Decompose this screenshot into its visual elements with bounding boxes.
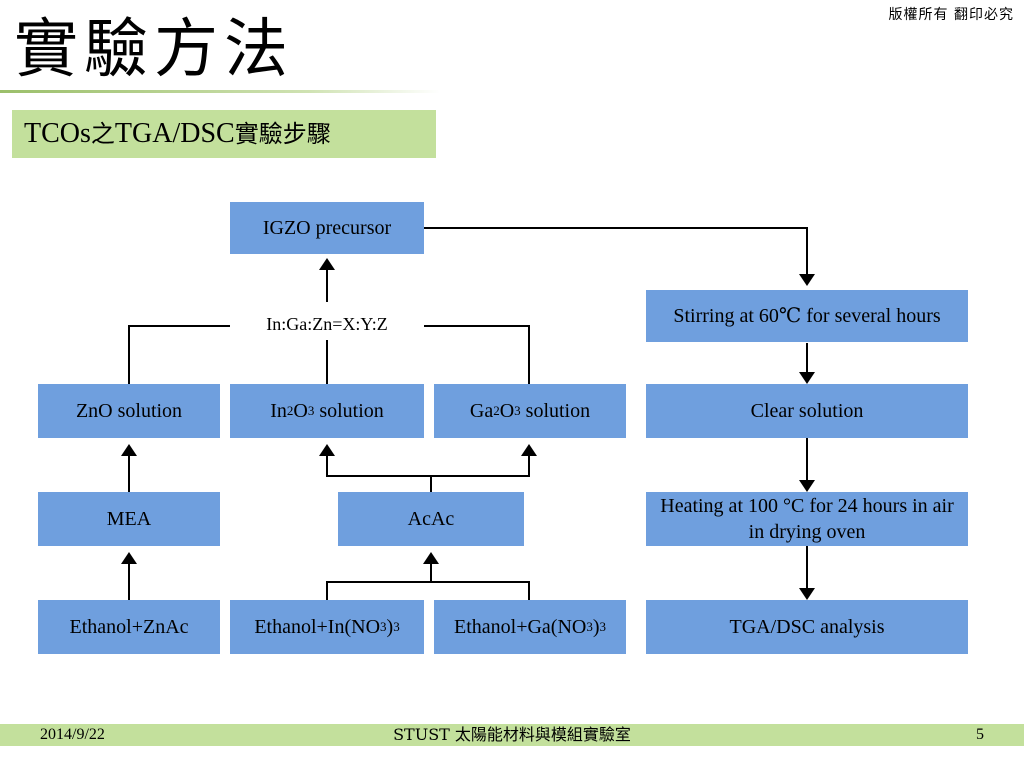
- connector-acac-to-in2o3: [319, 444, 432, 492]
- acac-box: AcAc: [338, 492, 524, 546]
- subtitle-latin-2: TGA/DSC: [114, 118, 235, 149]
- connector-igzo-to-stirring: [424, 227, 815, 286]
- tga-dsc-analysis-box: TGA/DSC analysis: [646, 600, 968, 654]
- stirring-box: Stirring at 60℃ for several hours: [646, 290, 968, 342]
- ethanol-in-text-b: ): [386, 616, 394, 638]
- in2o3-text-c: solution: [314, 400, 384, 422]
- heating-box: Heating at 100 °C for 24 hours in air in…: [646, 492, 968, 546]
- ga2o3-text-a: Ga: [469, 400, 494, 422]
- footer-bar: [0, 724, 1024, 746]
- copyright-notice: 版權所有 翻印必究: [888, 7, 1014, 23]
- clear-solution-box: Clear solution: [646, 384, 968, 438]
- connector-ga2o3-to-ratio: [420, 325, 530, 384]
- connector-in-to-acac: [326, 581, 530, 600]
- ga2o3-text-b: O: [499, 400, 515, 422]
- subtitle-cjk-connector: 之: [90, 120, 115, 148]
- ethanol-in-text-a: Ethanol+In(NO: [254, 616, 381, 638]
- title-underline: [0, 90, 440, 93]
- mea-box: MEA: [38, 492, 220, 546]
- subtitle-cjk: 實驗步驟: [234, 120, 331, 148]
- footer-date: 2014/9/22: [40, 726, 105, 743]
- ethanol-ga-text-a: Ethanol+Ga(NO: [453, 616, 587, 638]
- connector-acac-to-ga2o3: [431, 444, 537, 477]
- page-title: 實驗方法: [14, 13, 294, 87]
- section-subtitle: TCOs之TGA/DSC實驗步驟: [12, 110, 436, 158]
- in2o3-text-a: In: [270, 400, 287, 422]
- ethanol-znac-box: Ethanol+ZnAc: [38, 600, 220, 654]
- connector-zno-to-ratio: [128, 325, 232, 384]
- ga2o3-text-c: solution: [520, 400, 591, 422]
- in2o3-text-b: O: [293, 400, 308, 422]
- footer-page-number: 5: [976, 726, 984, 743]
- ratio-label: In:Ga:Zn=X:Y:Z: [230, 314, 424, 335]
- subtitle-latin: TCOs: [24, 118, 91, 149]
- ethanol-ga-text-b: ): [592, 616, 600, 638]
- footer-lab-name: STUST 太陽能材料與模組實驗室: [393, 725, 631, 744]
- zno-solution-box: ZnO solution: [38, 384, 220, 438]
- igzo-precursor-box: IGZO precursor: [230, 202, 424, 254]
